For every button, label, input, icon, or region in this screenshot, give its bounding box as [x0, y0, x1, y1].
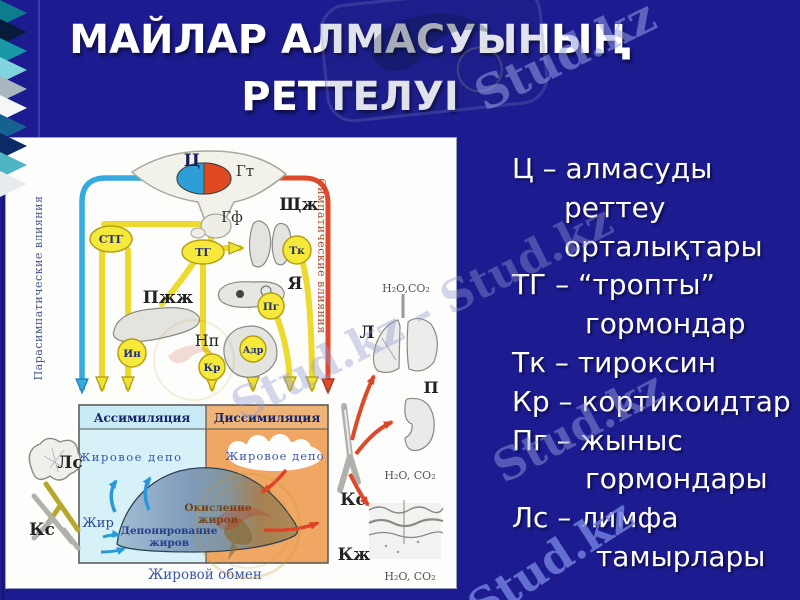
lymph-label: Лс [57, 453, 82, 473]
fat-label: Жир [82, 516, 114, 531]
legend-line: Лс – лимфа [512, 501, 679, 535]
skin-section: Кж H₂O, CO₂ [338, 500, 444, 583]
thyroid-gland: Щж Тк [248, 195, 319, 268]
fat-depot-right-label: Жировое депо [225, 449, 324, 463]
legend-line: тамырлары [596, 539, 766, 573]
vessel-left-label: Кс [29, 520, 55, 540]
legend-line: реттеу [564, 190, 666, 224]
gonad: Я Пг [217, 274, 303, 320]
pancreas-label: Пжж [143, 288, 193, 308]
box-captions: Жировое депо Окисление жиров Депонирован… [121, 434, 324, 583]
fat-metabolism-caption: Жировой обмен [148, 567, 262, 583]
legend-line: Тк – тироксин [512, 345, 717, 379]
fat-depot-cloud [228, 434, 322, 471]
lungs: Л H₂O,CO₂ [359, 282, 438, 374]
center-label: Ц [184, 151, 200, 171]
tg-node: ТГ [195, 246, 211, 259]
sympathetic-label: Симпатические влияния [315, 178, 328, 333]
left-vessels: Лс Кс [28, 437, 83, 551]
left-edge-line [2, 0, 4, 600]
box-flow-arrows [100, 468, 320, 555]
legend-line: Пг – жыныс [512, 423, 683, 457]
stg-node: СТГ [99, 233, 124, 246]
parasympathetic-label: Парасимпатические влияния [32, 196, 45, 381]
legend-line: орталықтары [564, 229, 763, 263]
adrenal-gland: Нп Кр Адр [195, 325, 278, 381]
adrenal-label: Нп [195, 331, 220, 350]
navy-edge-line [38, 0, 40, 137]
byproduct-bottom: H₂O, CO₂ [384, 570, 435, 583]
parasympathetic-line [75, 175, 174, 395]
lungs-label: Л [359, 323, 374, 343]
title-line-2: РЕТТЕЛУІ [60, 69, 640, 126]
tk-node: Тк [289, 245, 305, 257]
kidney: П H₂O, CO₂ [384, 378, 438, 482]
assimilation-header: Ассимиляция [94, 411, 191, 425]
gf-label: Гф [221, 208, 243, 226]
legend-line: гормондары [585, 462, 768, 496]
dissimilation-header: Диссимиляция [214, 411, 321, 425]
sympathetic-line [234, 175, 335, 395]
brain-center: Ц Гт Гф [130, 150, 288, 239]
kidney-label: П [423, 378, 438, 397]
pancreas: Пжж Ин [112, 288, 201, 368]
chevron-decoration [0, 171, 27, 197]
deposition-label-2: жиров [149, 537, 189, 549]
thyroid-label: Щж [279, 195, 318, 215]
stamp-watermark [194, 472, 302, 580]
gonad-label: Я [288, 274, 303, 294]
kr-node: Кр [204, 362, 221, 374]
pg-node: Пг [263, 301, 279, 313]
adr-node: Адр [243, 345, 264, 356]
fat-depot-left-label: Жировое депо [77, 450, 182, 464]
right-vessel: Кс [337, 374, 394, 510]
title-line-1: МАЙЛАР АЛМАСУЫНЫҢ [69, 17, 630, 63]
legend-line: гормондар [585, 307, 746, 341]
legend-line: Ц – алмасуды [512, 152, 713, 185]
gt-label: Гт [236, 162, 254, 180]
legend-line: ТГ – “тропты” [512, 268, 715, 302]
stud-logo-watermark [319, 0, 549, 123]
fat-metabolism-diagram: Ассимиляция Диссимиляция Жировое депо Жи… [28, 150, 444, 583]
pituitary [200, 213, 232, 239]
diagram-panel: Ассимиляция Диссимиляция Жировое депо Жи… [5, 137, 457, 589]
left-chevron-strip [0, 0, 28, 232]
legend-line: Кр – кортикоидтар [512, 384, 791, 418]
hormone-ovals: СТГ ТГ [89, 225, 225, 265]
in-node: Ин [123, 348, 141, 360]
skin-label: Кж [338, 545, 371, 565]
liver-illustration [116, 467, 299, 560]
stamp-watermark-2 [153, 319, 235, 401]
byproduct-mid: H₂O, CO₂ [384, 469, 435, 482]
slide-title: МАЙЛАР АЛМАСУЫНЫҢ РЕТТЕЛУІ [60, 12, 640, 126]
legend: Ц – алмасуды реттеу орталықтары ТГ – “тр… [512, 150, 800, 577]
oxidation-label-1: Окисление [184, 502, 251, 514]
oxidation-label-2: жиров [198, 514, 238, 526]
deposition-label-1: Депонирование [121, 525, 218, 537]
byproduct-top: H₂O,CO₂ [382, 282, 430, 295]
